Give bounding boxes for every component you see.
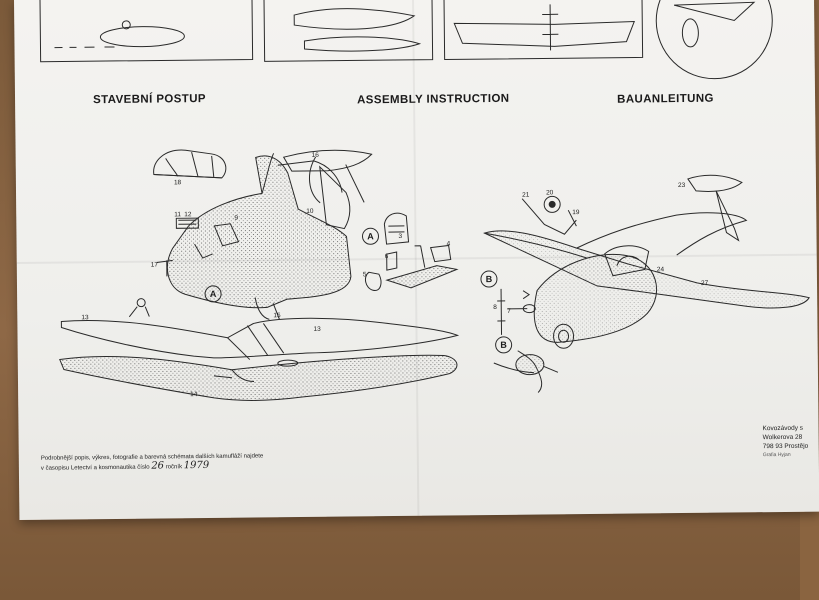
- fuselage-half-left: [166, 149, 373, 309]
- instruction-sheet: STAVEBNÍ POSTUP ASSEMBLY INSTRUCTION BAU…: [14, 0, 819, 520]
- part-number-15: 15: [273, 312, 281, 319]
- assembly-diagram: 16 18 11 12 9 10 17 13 13 14 15 3 4 5 6 …: [39, 0, 810, 401]
- step-marker-b2: [495, 336, 513, 354]
- part-number-21: 21: [522, 192, 530, 199]
- issue-number: 26: [151, 460, 165, 472]
- propeller-assembled: [493, 350, 559, 393]
- part-number-24: 24: [657, 266, 665, 273]
- sprue-frame: [39, 0, 773, 80]
- part-number-8: 8: [493, 304, 497, 311]
- part-number-6: 6: [385, 253, 389, 260]
- wing-lower: [59, 354, 458, 401]
- year-word: ročník: [165, 464, 183, 471]
- publisher-line1: Kovozávody s: [762, 424, 804, 433]
- part-number-27: 27: [701, 280, 709, 287]
- wing-upper: [60, 317, 460, 360]
- step-marker-b1: [480, 270, 498, 288]
- step-letter-b2: B: [500, 340, 507, 350]
- part-number-13b: 13: [313, 326, 321, 333]
- step-marker-a1: [204, 285, 222, 303]
- step-marker-a2: [361, 227, 379, 245]
- part-number-13a: 13: [81, 314, 89, 321]
- publisher-line3: 798 93 Prostějo: [762, 442, 809, 451]
- part-number-18: 18: [174, 179, 182, 186]
- part-number-16: 16: [312, 152, 320, 159]
- part-number-20: 20: [546, 189, 554, 196]
- propeller-parts: [497, 288, 536, 335]
- year: 1979: [183, 459, 210, 472]
- part-number-7: 7: [507, 308, 511, 315]
- publisher-line4: Grafia Hyjan: [762, 451, 791, 459]
- part-number-4: 4: [447, 240, 451, 247]
- footer-note-line2: v časopisu Letectví a kosmonautika číslo…: [40, 459, 210, 473]
- part-number-14: 14: [190, 391, 198, 398]
- part-number-3: 3: [398, 233, 402, 240]
- part-number-11: 11: [174, 211, 181, 218]
- part-number-9: 9: [234, 215, 238, 222]
- part-number-17: 17: [151, 262, 159, 269]
- part-number-10: 10: [306, 208, 314, 215]
- cockpit-detail-parts: [364, 212, 459, 291]
- assembled-aircraft: [483, 174, 810, 349]
- part-number-19: 19: [572, 209, 580, 216]
- part-number-23: 23: [678, 182, 686, 189]
- cockpit-parts: [128, 217, 280, 320]
- step-letter-a1: A: [210, 289, 217, 299]
- footer-note-prefix: v časopisu Letectví a kosmonautika číslo: [40, 464, 150, 472]
- step-letter-a2: A: [367, 231, 374, 241]
- step-letter-b1: B: [486, 274, 493, 284]
- part-number-12: 12: [184, 211, 192, 218]
- publisher-line2: Wolkerova 28: [762, 433, 803, 442]
- part-number-5: 5: [363, 271, 367, 278]
- canopy-part-16: [153, 149, 227, 179]
- publisher-block: Kovozávody s Wolkerova 28 798 93 Prostěj…: [762, 424, 808, 460]
